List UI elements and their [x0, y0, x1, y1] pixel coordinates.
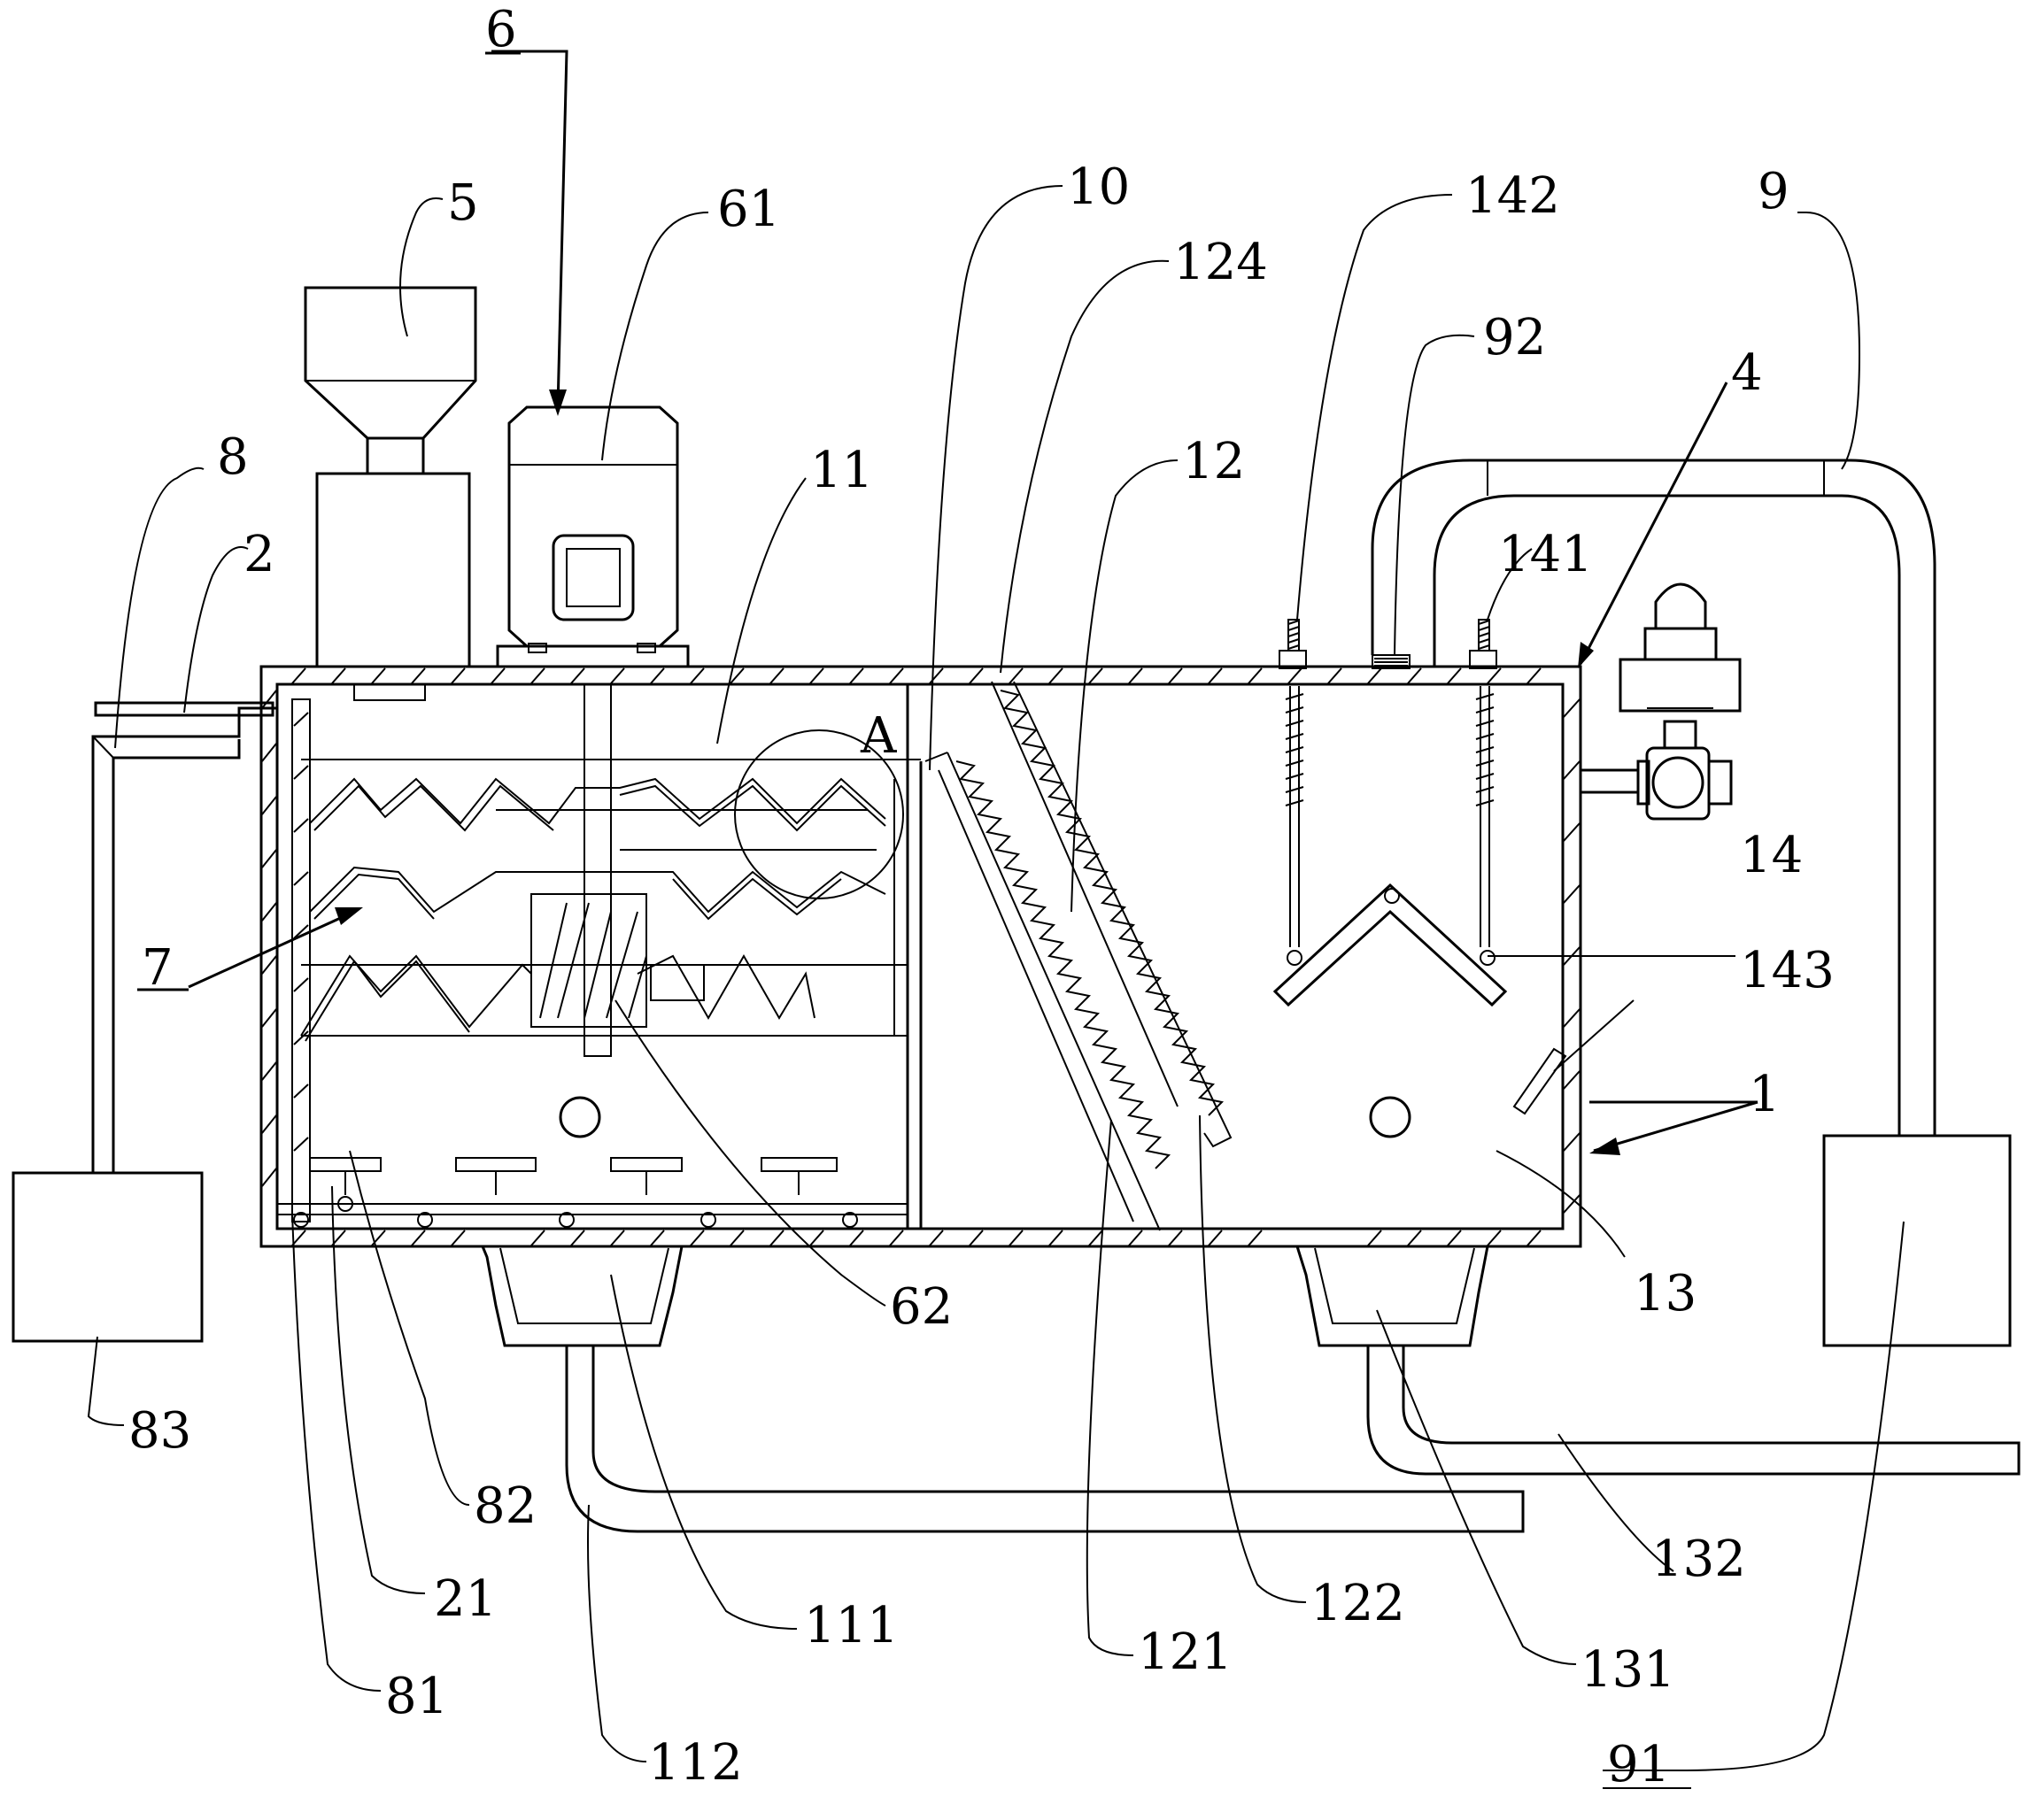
label-112: 112	[648, 1734, 743, 1792]
label-143: 143	[1740, 942, 1835, 999]
label-122: 122	[1310, 1575, 1405, 1632]
settling-chamber	[1272, 619, 1567, 1138]
label-12: 12	[1182, 433, 1245, 490]
label-62: 62	[890, 1278, 953, 1336]
pointer-arrows	[188, 50, 1758, 1155]
inner-liner	[291, 698, 311, 1222]
label-13: 13	[1634, 1265, 1697, 1323]
label-14: 14	[1740, 827, 1803, 884]
top-wall-hatch	[291, 667, 1542, 684]
label-7: 7	[142, 939, 174, 997]
feed-hopper	[304, 286, 477, 668]
label-21: 21	[434, 1570, 497, 1628]
label-132: 132	[1651, 1531, 1746, 1588]
hot-air-unit	[12, 701, 277, 1343]
hoppers	[481, 1245, 2021, 1533]
motor	[496, 405, 690, 668]
label-142: 142	[1465, 167, 1560, 225]
label-9: 9	[1758, 163, 1789, 220]
drain-valve	[1581, 582, 1742, 821]
bottom-wall-hatch	[291, 1230, 1542, 1246]
label-61: 61	[717, 181, 780, 238]
label-124: 124	[1173, 234, 1268, 291]
label-5: 5	[447, 174, 479, 232]
label-1: 1	[1749, 1066, 1781, 1123]
label-8: 8	[217, 428, 249, 486]
label-a: A	[860, 707, 897, 765]
label-10: 10	[1067, 158, 1130, 216]
reference-labels: 6 5 61 10 124 142 9 92 4 8 2 11 12 141 A…	[128, 1, 1835, 1793]
label-121: 121	[1138, 1623, 1233, 1681]
label-81: 81	[385, 1668, 448, 1725]
label-4: 4	[1731, 344, 1763, 402]
spray-nozzles	[309, 1157, 838, 1195]
circulation-system	[1371, 459, 2012, 1347]
label-2: 2	[243, 526, 275, 583]
filter-section	[924, 681, 1233, 1231]
drying-chamber	[277, 683, 923, 1229]
label-92: 92	[1483, 309, 1546, 366]
detail-circle-a	[734, 729, 904, 899]
label-83: 83	[128, 1402, 191, 1460]
label-141: 141	[1498, 526, 1593, 583]
label-91: 91	[1607, 1736, 1670, 1793]
leader-lines	[87, 185, 1905, 1789]
label-111: 111	[804, 1597, 899, 1654]
label-82: 82	[474, 1477, 537, 1535]
label-11: 11	[810, 442, 873, 499]
label-131: 131	[1581, 1641, 1675, 1699]
label-6: 6	[485, 1, 517, 58]
